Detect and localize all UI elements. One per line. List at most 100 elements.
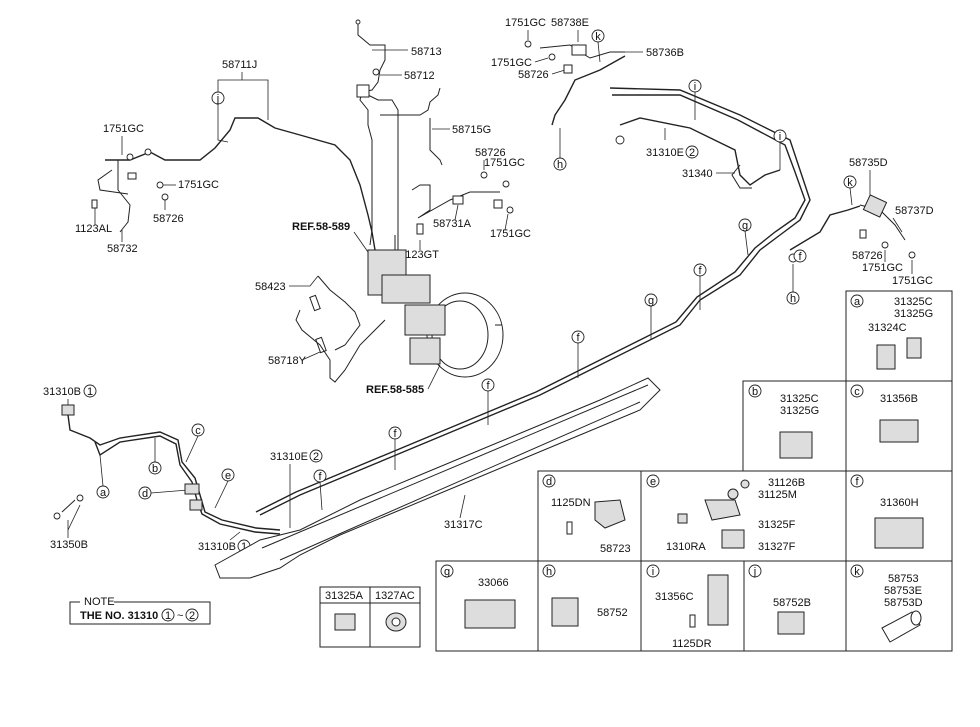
callout-letter-f-mid: f <box>576 332 580 344</box>
callout-letter-a-left: a <box>100 487 107 499</box>
label-1751GC-mid2: 1751GC <box>490 228 531 240</box>
detail-a-letter: a <box>854 296 861 308</box>
detail-e-part-3: 31325F <box>758 519 796 531</box>
detail-j-part-1: 58752B <box>773 597 811 609</box>
callout-letter-b-left: b <box>152 463 158 475</box>
small-parts-table: 31325A 1327AC <box>319 586 421 648</box>
detail-e-letter: e <box>650 476 656 488</box>
detail-i-letter: i <box>652 566 654 578</box>
callout-letter-f-right: f <box>698 265 702 277</box>
label-1751GC-left2: 1751GC <box>178 179 219 191</box>
detail-a-part-3: 31324C <box>868 322 907 334</box>
label-58715G: 58715G <box>452 124 491 136</box>
detail-e-part-5: 31327F <box>758 541 796 553</box>
label-58726-mid: 58726 <box>475 147 506 159</box>
note-box: NOTE THE NO. 31310 : 1 ~ 2 <box>69 596 211 625</box>
detail-k-part-2: 58753E <box>884 585 922 597</box>
circled-1-left: 1 <box>87 386 93 398</box>
callout-letter-g-right: g <box>742 220 748 232</box>
detail-b-letter: b <box>752 386 758 398</box>
label-58735D: 58735D <box>849 157 888 169</box>
callout-letter-g-mid: g <box>648 295 654 307</box>
detail-j-letter: j <box>753 566 756 578</box>
detail-k-part-3: 58753D <box>884 597 923 609</box>
note-title: NOTE <box>84 596 115 608</box>
callout-letter-j: j <box>216 93 219 105</box>
detail-c-letter: c <box>854 386 860 398</box>
detail-i-part-2: 1125DR <box>672 638 712 650</box>
note-circle-2: 2 <box>189 610 195 622</box>
table-header-1327AC: 1327AC <box>375 590 415 602</box>
detail-f-part-1: 31360H <box>880 497 919 509</box>
detail-box-e: e 31126B 31125M 31325F 1310RA 31327F <box>640 470 847 562</box>
label-58711J: 58711J <box>222 59 257 71</box>
callout-letter-c-left: c <box>195 425 201 437</box>
label-31310E-top: 31310E <box>646 147 684 159</box>
label-58731A: 58731A <box>433 218 472 230</box>
callout-letter-k-top: k <box>595 31 601 43</box>
detail-e-part-4: 1310RA <box>666 541 706 553</box>
label-58718Y: 58718Y <box>268 355 307 367</box>
label-1751GC-mid: 1751GC <box>484 157 525 169</box>
detail-box-d: d 1125DN 58723 <box>537 470 642 562</box>
label-31317C: 31317C <box>444 519 483 531</box>
detail-h-letter: h <box>546 566 552 578</box>
detail-a-part-1: 31325C <box>894 296 933 308</box>
detail-c-part-1: 31356B <box>880 393 918 405</box>
detail-e-part-1: 31126B <box>768 477 805 489</box>
callout-letter-i-right: i <box>779 131 781 143</box>
detail-b-part-2: 31325G <box>780 405 819 417</box>
detail-k-part-1: 58753 <box>888 573 919 585</box>
callout-letter-h-top: h <box>557 159 563 171</box>
rear-brake-lines <box>255 55 861 516</box>
detail-box-f: f 31360H <box>845 470 953 562</box>
underbody-cover <box>214 377 661 579</box>
circled-2-top: 2 <box>689 147 695 159</box>
detail-i-part-1: 31356C <box>655 591 694 603</box>
label-31310B-bottom: 31310B <box>198 541 236 553</box>
label-58726-right: 58726 <box>852 250 883 262</box>
detail-box-j: j 58752B <box>743 560 847 652</box>
ref-58-585: REF.58-585 <box>366 384 424 396</box>
label-1123AL: 1123AL <box>75 223 112 235</box>
label-1751GC-left: 1751GC <box>103 123 144 135</box>
label-58737D: 58737D <box>895 205 934 217</box>
detail-g-part-1: 33066 <box>478 577 509 589</box>
label-31310B-top: 31310B <box>43 386 81 398</box>
label-31310E-bottom: 31310E <box>270 451 308 463</box>
label-58736B: 58736B <box>646 47 684 59</box>
label-58713: 58713 <box>411 46 442 58</box>
callout-letter-f-left: f <box>318 471 322 483</box>
callout-letter-i-top: i <box>694 81 696 93</box>
label-58726-left: 58726 <box>153 213 184 225</box>
detail-k-letter: k <box>854 566 860 578</box>
note-tilde: ~ <box>177 610 183 622</box>
detail-g-letter: g <box>444 566 450 578</box>
detail-d-letter: d <box>546 476 552 488</box>
table-header-31325A: 31325A <box>325 590 364 602</box>
label-1751GC-right: 1751GC <box>862 262 903 274</box>
label-58712: 58712 <box>404 70 435 82</box>
label-1751GC-top2: 1751GC <box>491 57 532 69</box>
ref-58-589: REF.58-589 <box>292 221 350 233</box>
detail-box-i: i 31356C 1125DR <box>640 560 745 652</box>
detail-box-g: g 33066 <box>435 560 539 652</box>
detail-box-b: b 31325C 31325G <box>742 380 847 472</box>
label-1123GT: 1123GT <box>400 249 439 261</box>
note-circle-1: 1 <box>165 610 171 622</box>
callout-letter-d-left: d <box>142 488 148 500</box>
detail-h-part-1: 58752 <box>597 607 628 619</box>
callout-letter-f-mid2: f <box>486 380 490 392</box>
label-1751GC-right2: 1751GC <box>892 275 933 287</box>
label-1751GC-top: 1751GC <box>505 17 546 29</box>
callout-letter-f-far: f <box>798 251 802 263</box>
detail-box-h: h 58752 <box>537 560 642 652</box>
detail-box-a: a 31325C 31325G 31324C <box>845 290 953 382</box>
label-58738E: 58738E <box>551 17 589 29</box>
front-left-brake-line <box>97 117 376 251</box>
label-31340: 31340 <box>682 168 713 180</box>
callout-letter-f-mid3: f <box>393 428 397 440</box>
callout-letter-k-right: k <box>847 177 853 189</box>
label-31350B: 31350B <box>50 539 88 551</box>
